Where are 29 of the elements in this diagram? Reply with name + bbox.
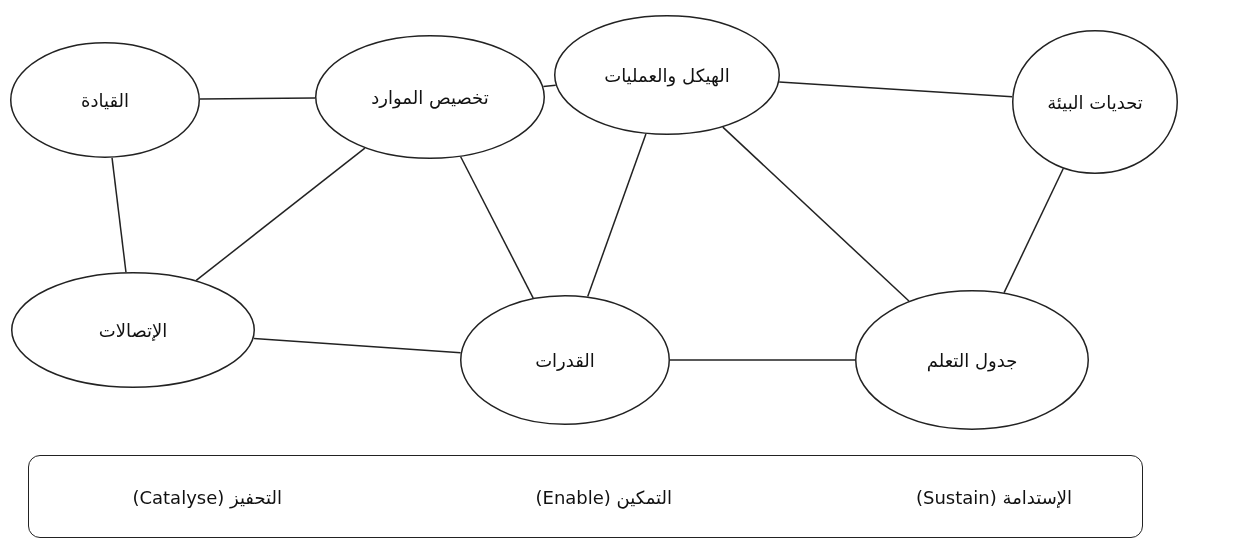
connector-line	[1003, 167, 1065, 294]
ellipse-node	[460, 295, 670, 425]
node-label: جدول التعلم	[926, 349, 1018, 371]
ellipse-node	[11, 272, 255, 388]
connector-line	[778, 81, 1013, 98]
connector-line	[542, 84, 557, 88]
stage-label: التمكين (Enable)	[535, 486, 672, 507]
node-label: القدرات	[535, 349, 595, 371]
connector-line	[669, 359, 856, 361]
node-label: القيادة	[81, 89, 129, 111]
stage-label: التحفيز (Catalyse)	[132, 486, 282, 507]
ellipse-node	[554, 15, 780, 135]
connector-line	[252, 337, 462, 354]
connector-line	[111, 157, 127, 273]
connector-line	[586, 133, 647, 298]
stage-label: الإستدامة (Sustain)	[916, 486, 1072, 507]
connector-line	[459, 156, 534, 299]
rounded-panel	[28, 455, 1143, 538]
ellipse-node	[1012, 30, 1178, 174]
ellipse-node	[315, 35, 545, 159]
node-label: تخصيص الموارد	[371, 86, 489, 108]
node-label: تحديات البيئة	[1047, 91, 1143, 113]
ellipse-node	[855, 290, 1089, 430]
node-label: الهيكل والعمليات	[604, 64, 730, 86]
connector-line	[195, 147, 366, 282]
ellipse-node	[10, 42, 200, 158]
connector-line	[722, 126, 910, 302]
connector-line	[199, 97, 316, 100]
node-label: الإتصالات	[98, 319, 168, 341]
